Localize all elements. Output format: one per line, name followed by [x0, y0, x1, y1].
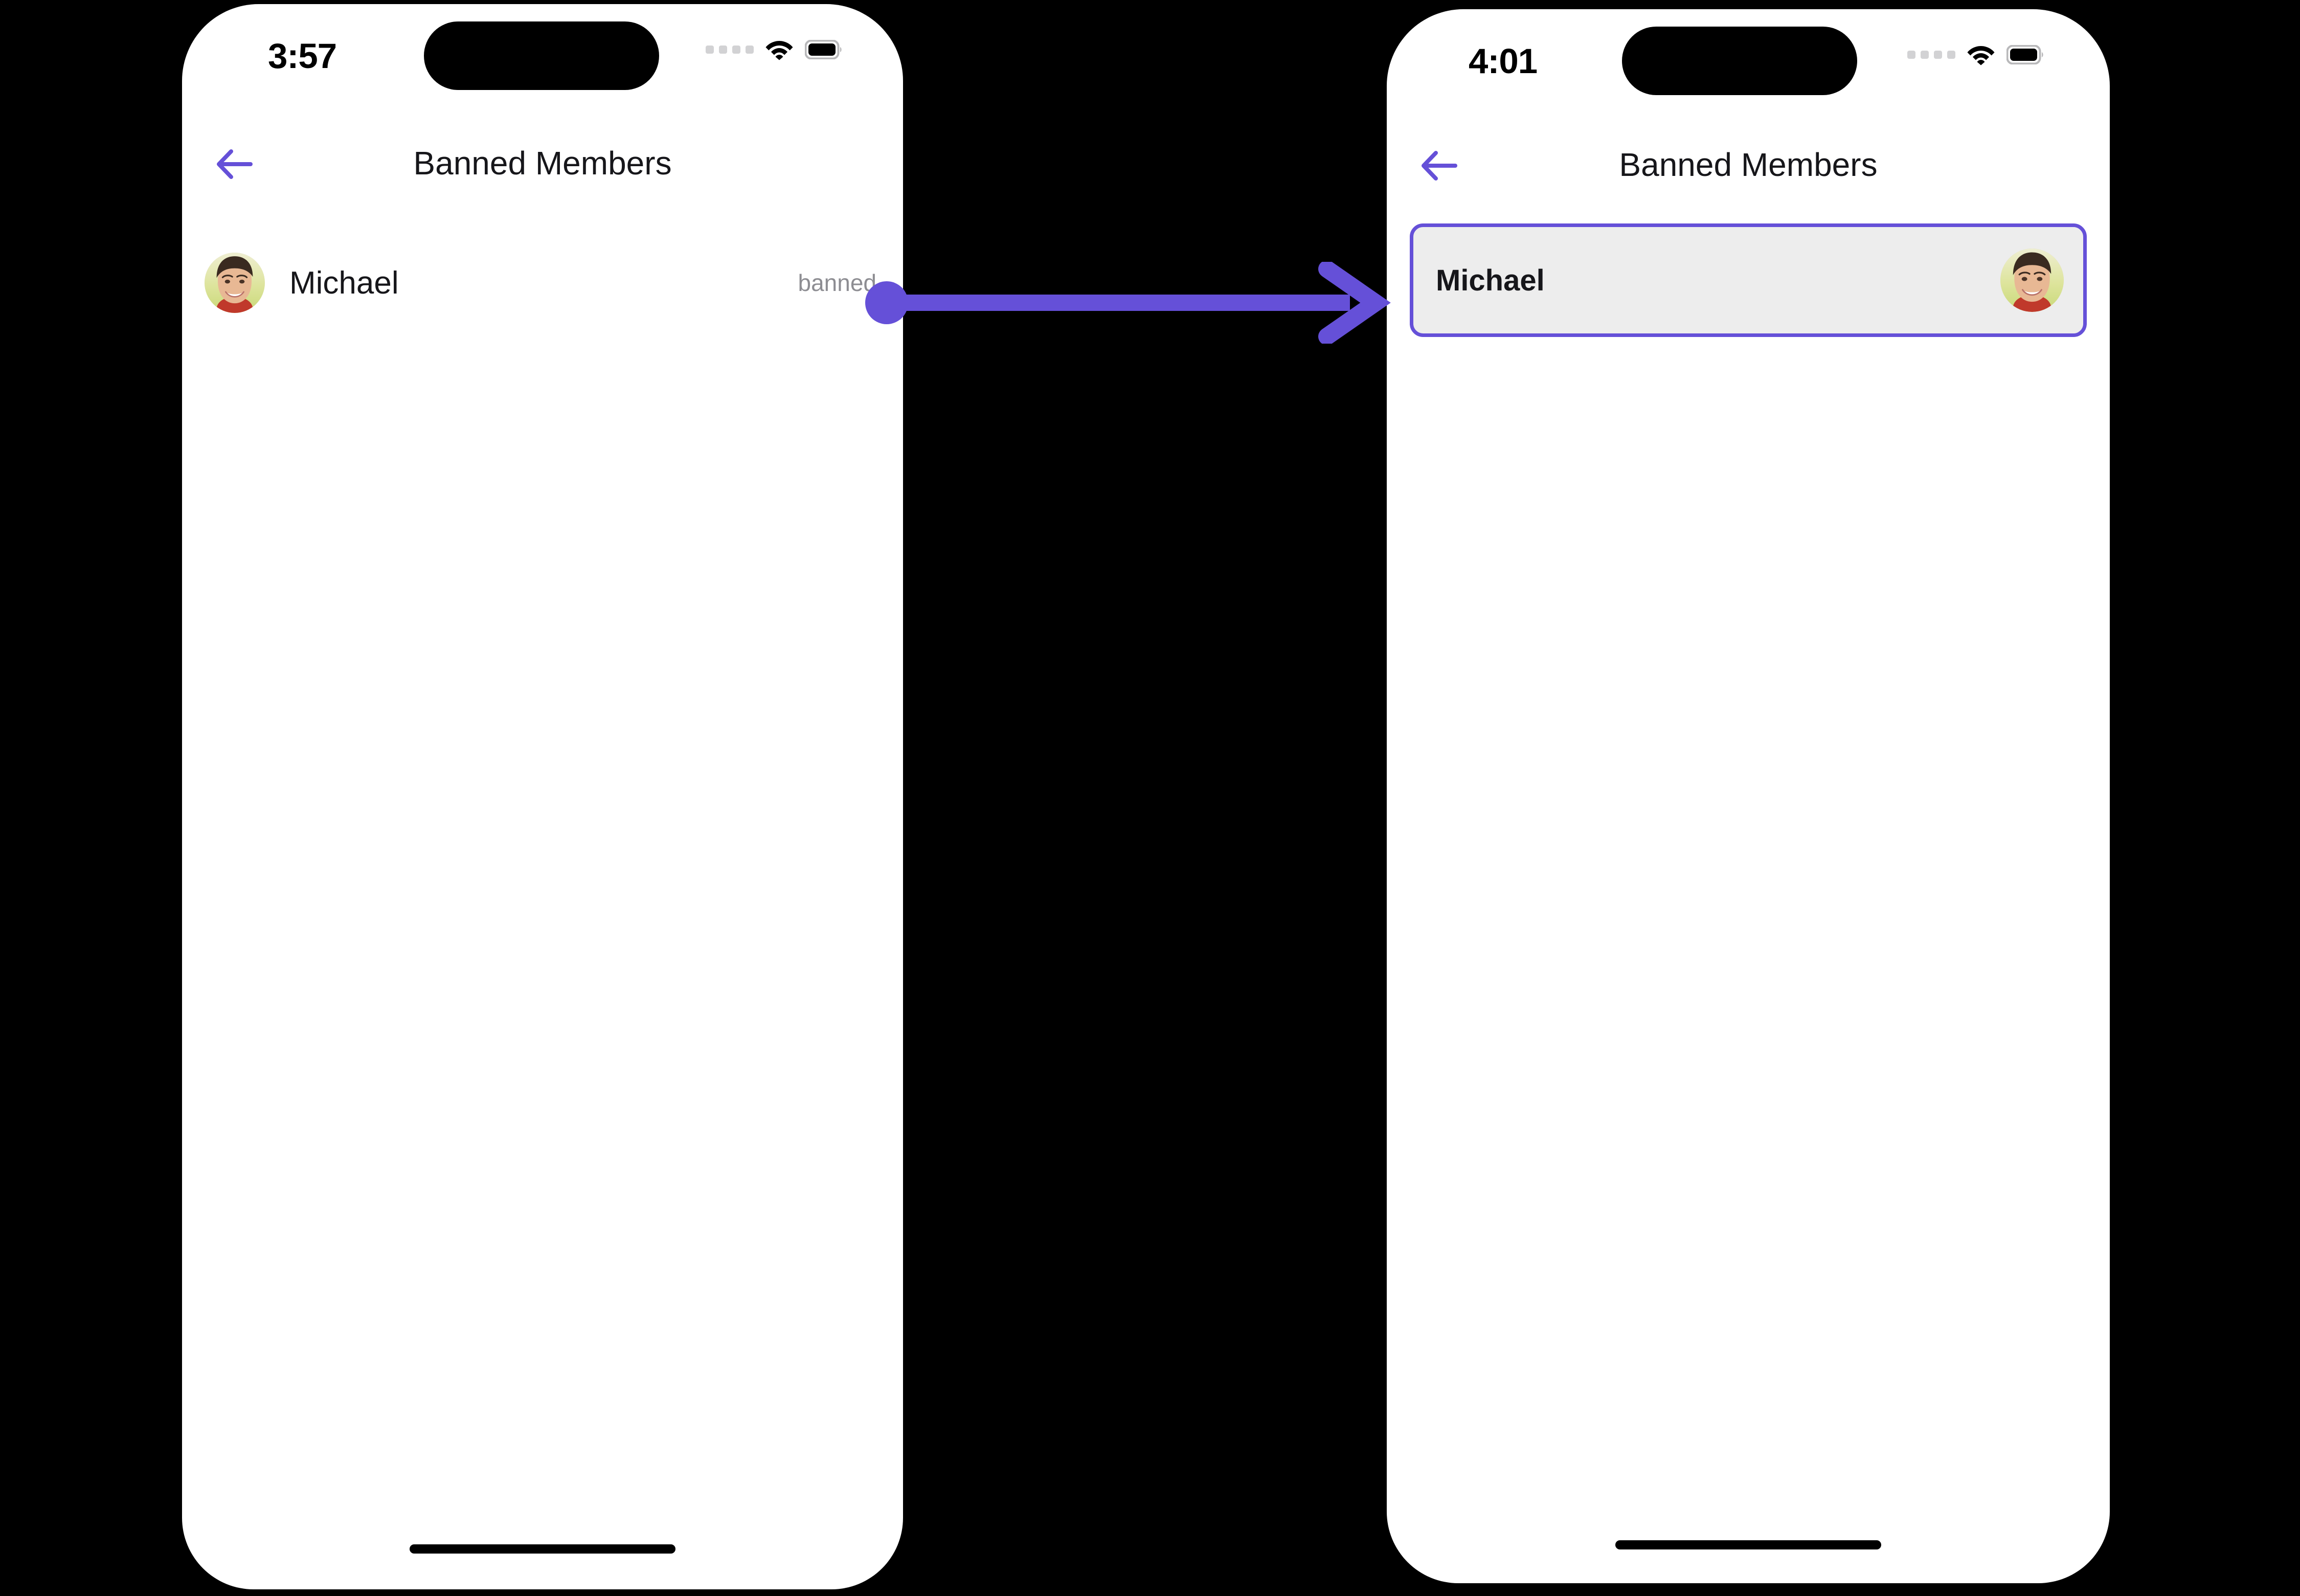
back-button[interactable]	[1411, 145, 1468, 186]
arrow-right-icon	[865, 260, 1391, 345]
status-bar: 4:01	[1387, 9, 2110, 114]
status-bar-clock: 4:01	[1469, 41, 1538, 81]
phone-screen-before: 3:57	[182, 4, 903, 1589]
status-bar-indicators	[1907, 44, 2044, 65]
page-title: Banned Members	[1619, 146, 1878, 183]
cellular-dots-icon	[706, 46, 754, 54]
flow-annotation	[864, 260, 1416, 345]
avatar-portrait-graphic	[2000, 249, 2064, 312]
battery-full-icon	[2006, 45, 2043, 64]
phone-screen-after: 4:01	[1387, 9, 2110, 1583]
arrow-left-icon	[217, 149, 253, 179]
dynamic-island	[1622, 27, 1857, 95]
highlighted-member-row[interactable]: Michael	[1410, 223, 2087, 337]
wifi-icon	[765, 41, 793, 60]
battery-full-icon	[805, 40, 842, 59]
banned-member-row[interactable]: Michael banned	[182, 250, 903, 316]
status-bar-clock: 3:57	[268, 36, 337, 76]
cellular-dots-icon	[1907, 51, 1955, 59]
avatar-portrait-graphic	[205, 253, 265, 313]
page-title: Banned Members	[413, 145, 672, 182]
banned-status-label: banned	[798, 269, 877, 296]
navigation-bar: Banned Members	[182, 134, 903, 196]
home-indicator[interactable]	[410, 1544, 675, 1554]
user-avatar-photo	[205, 253, 265, 313]
member-name-label: Michael	[289, 265, 399, 301]
dynamic-island	[424, 21, 659, 90]
status-bar-indicators	[706, 39, 843, 60]
home-indicator[interactable]	[1615, 1540, 1881, 1549]
navigation-bar: Banned Members	[1387, 136, 2110, 197]
arrow-left-icon	[1422, 151, 1457, 181]
back-button[interactable]	[207, 144, 263, 185]
user-avatar-photo	[2000, 249, 2064, 312]
member-name-label: Michael	[1436, 263, 1545, 297]
status-bar: 3:57	[182, 4, 903, 109]
wifi-icon	[1967, 46, 1995, 65]
